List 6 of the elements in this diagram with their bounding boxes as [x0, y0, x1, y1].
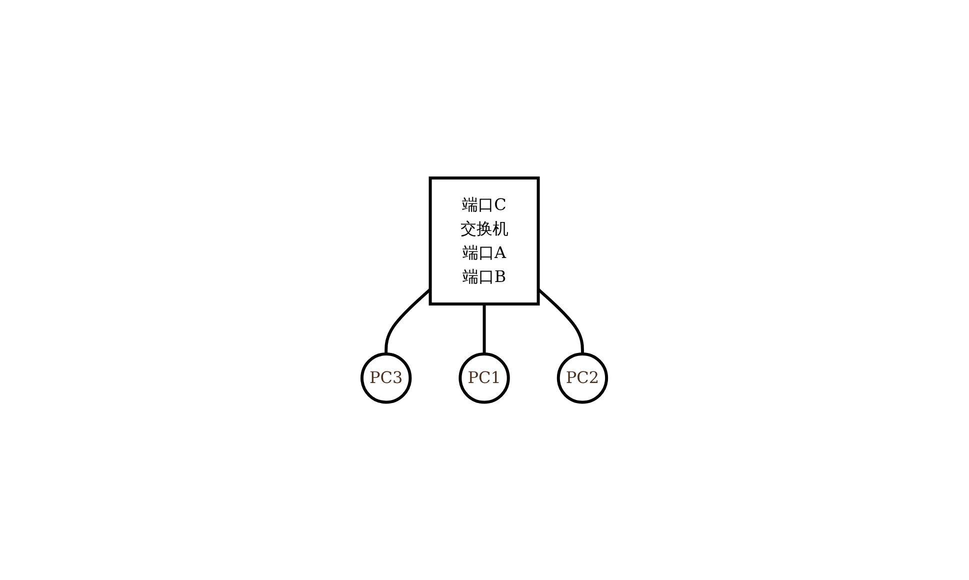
node-circle: PC2 — [557, 352, 608, 404]
node-circle: PC3 — [360, 352, 412, 404]
connector — [483, 304, 486, 354]
node-circle: PC1 — [458, 352, 510, 404]
connector — [384, 288, 432, 354]
node-box: 端口C 交换机 端口A 端口B — [429, 176, 540, 306]
